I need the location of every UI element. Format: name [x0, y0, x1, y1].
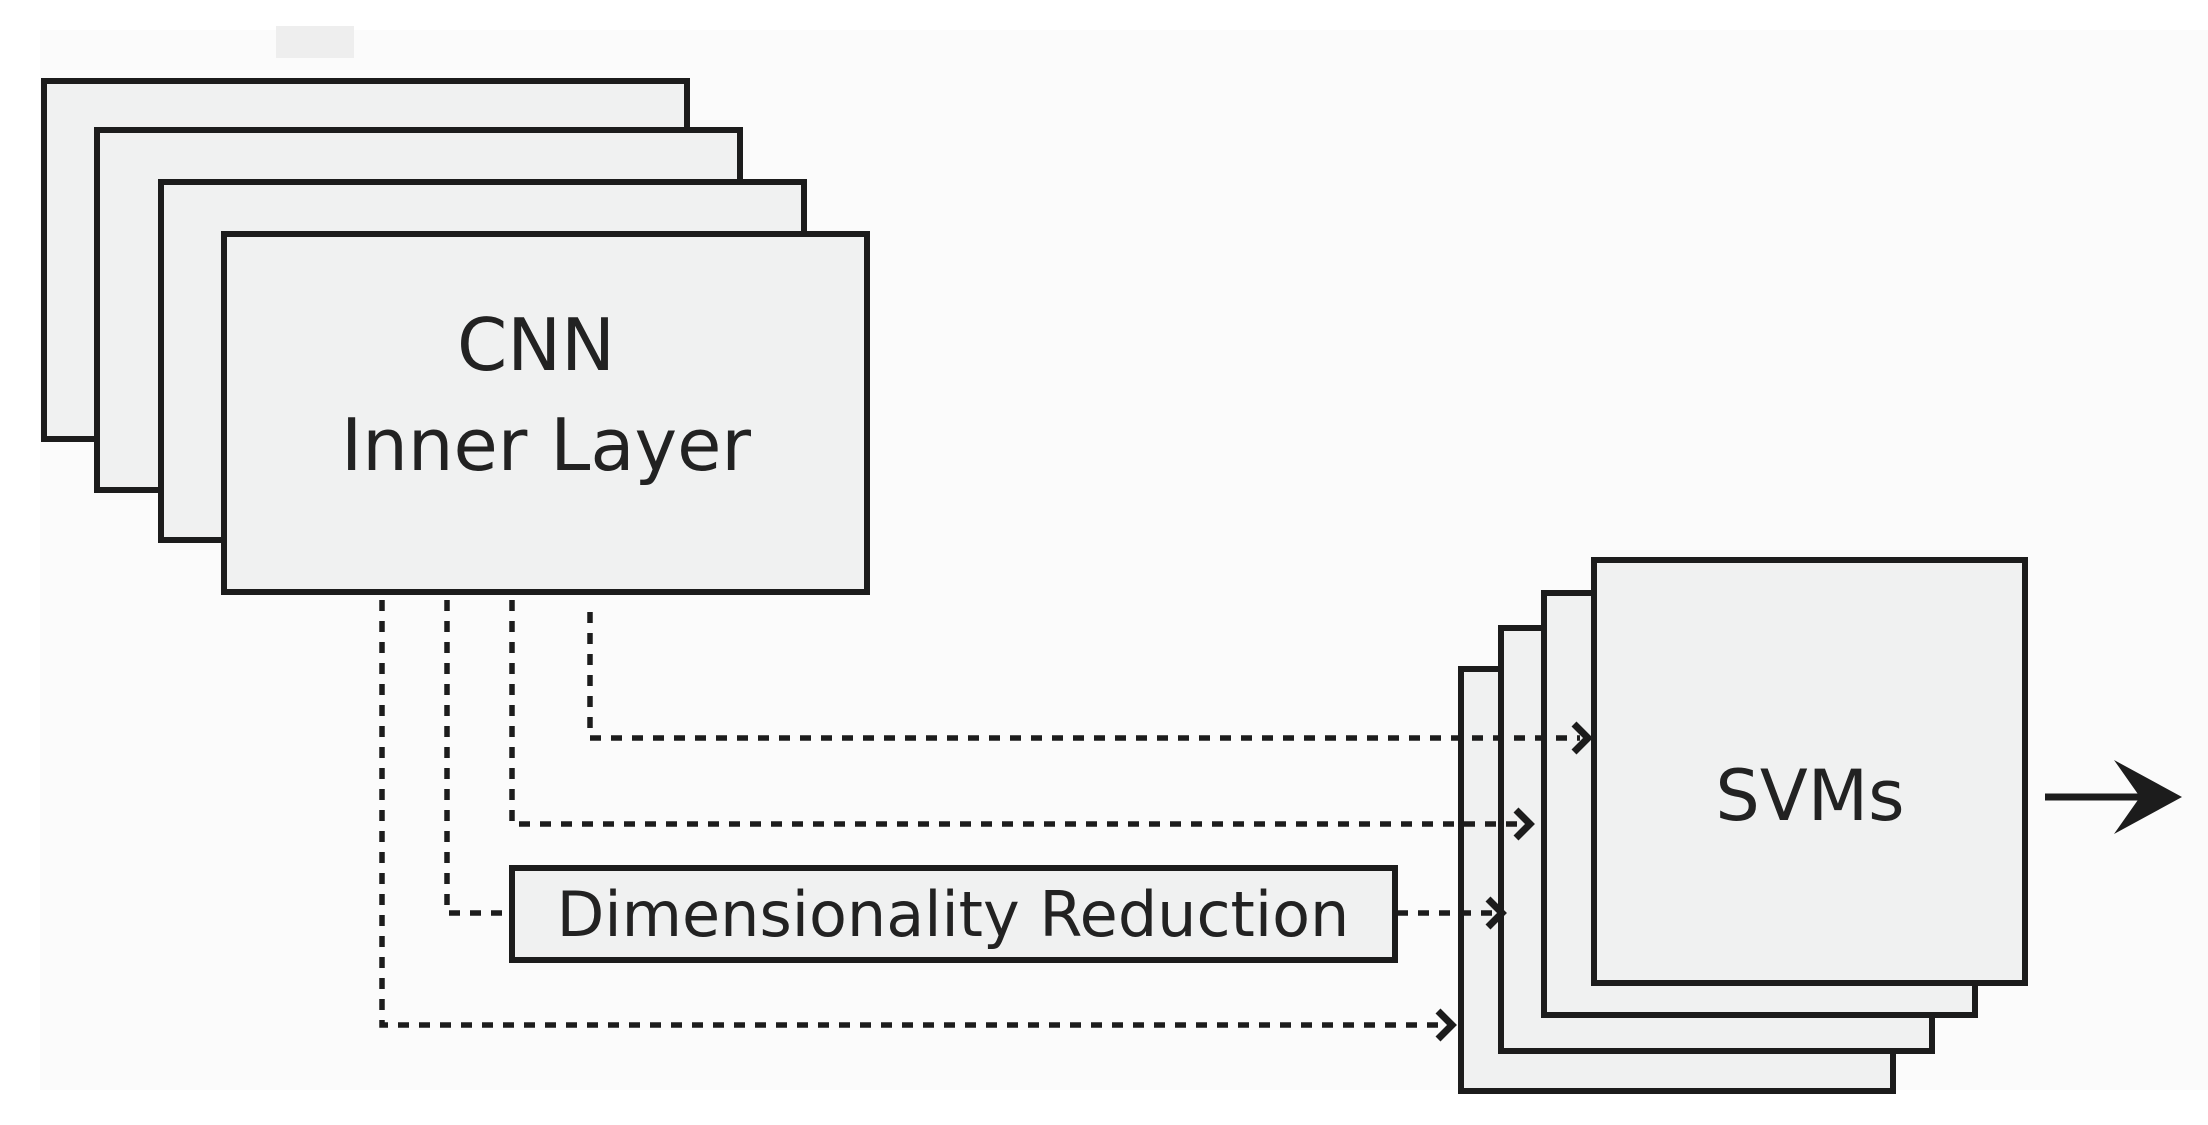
dimensionality-reduction-box — [509, 865, 1398, 963]
cnn-title-line1: CNN — [457, 303, 615, 387]
small-tab-mark — [276, 26, 354, 58]
connector-4-arrowhead — [1435, 1008, 1457, 1042]
connector-path-1 — [587, 612, 1580, 741]
svm-box-front — [1591, 557, 2028, 986]
connectors — [379, 600, 1593, 1042]
dimensionality-reduction-block: Dimensionality Reduction — [509, 865, 1398, 963]
connector-2-arrowhead — [1513, 807, 1535, 841]
connector-1-arrowhead — [1571, 721, 1593, 755]
cnn-layer-stack: CNN Inner Layer — [41, 78, 870, 595]
cnn-title-line2: Inner Layer — [341, 403, 751, 487]
cnn-layer-front — [221, 231, 870, 595]
connector-3-arrowhead — [1485, 896, 1507, 930]
svm-stack: SVMs — [1458, 557, 2028, 1094]
svm-label: SVMs — [1715, 755, 1904, 837]
output-arrow — [2045, 760, 2182, 834]
connector-path-4 — [379, 600, 1447, 1028]
output-arrow-head — [2114, 760, 2182, 834]
dimensionality-reduction-label: Dimensionality Reduction — [557, 878, 1350, 951]
